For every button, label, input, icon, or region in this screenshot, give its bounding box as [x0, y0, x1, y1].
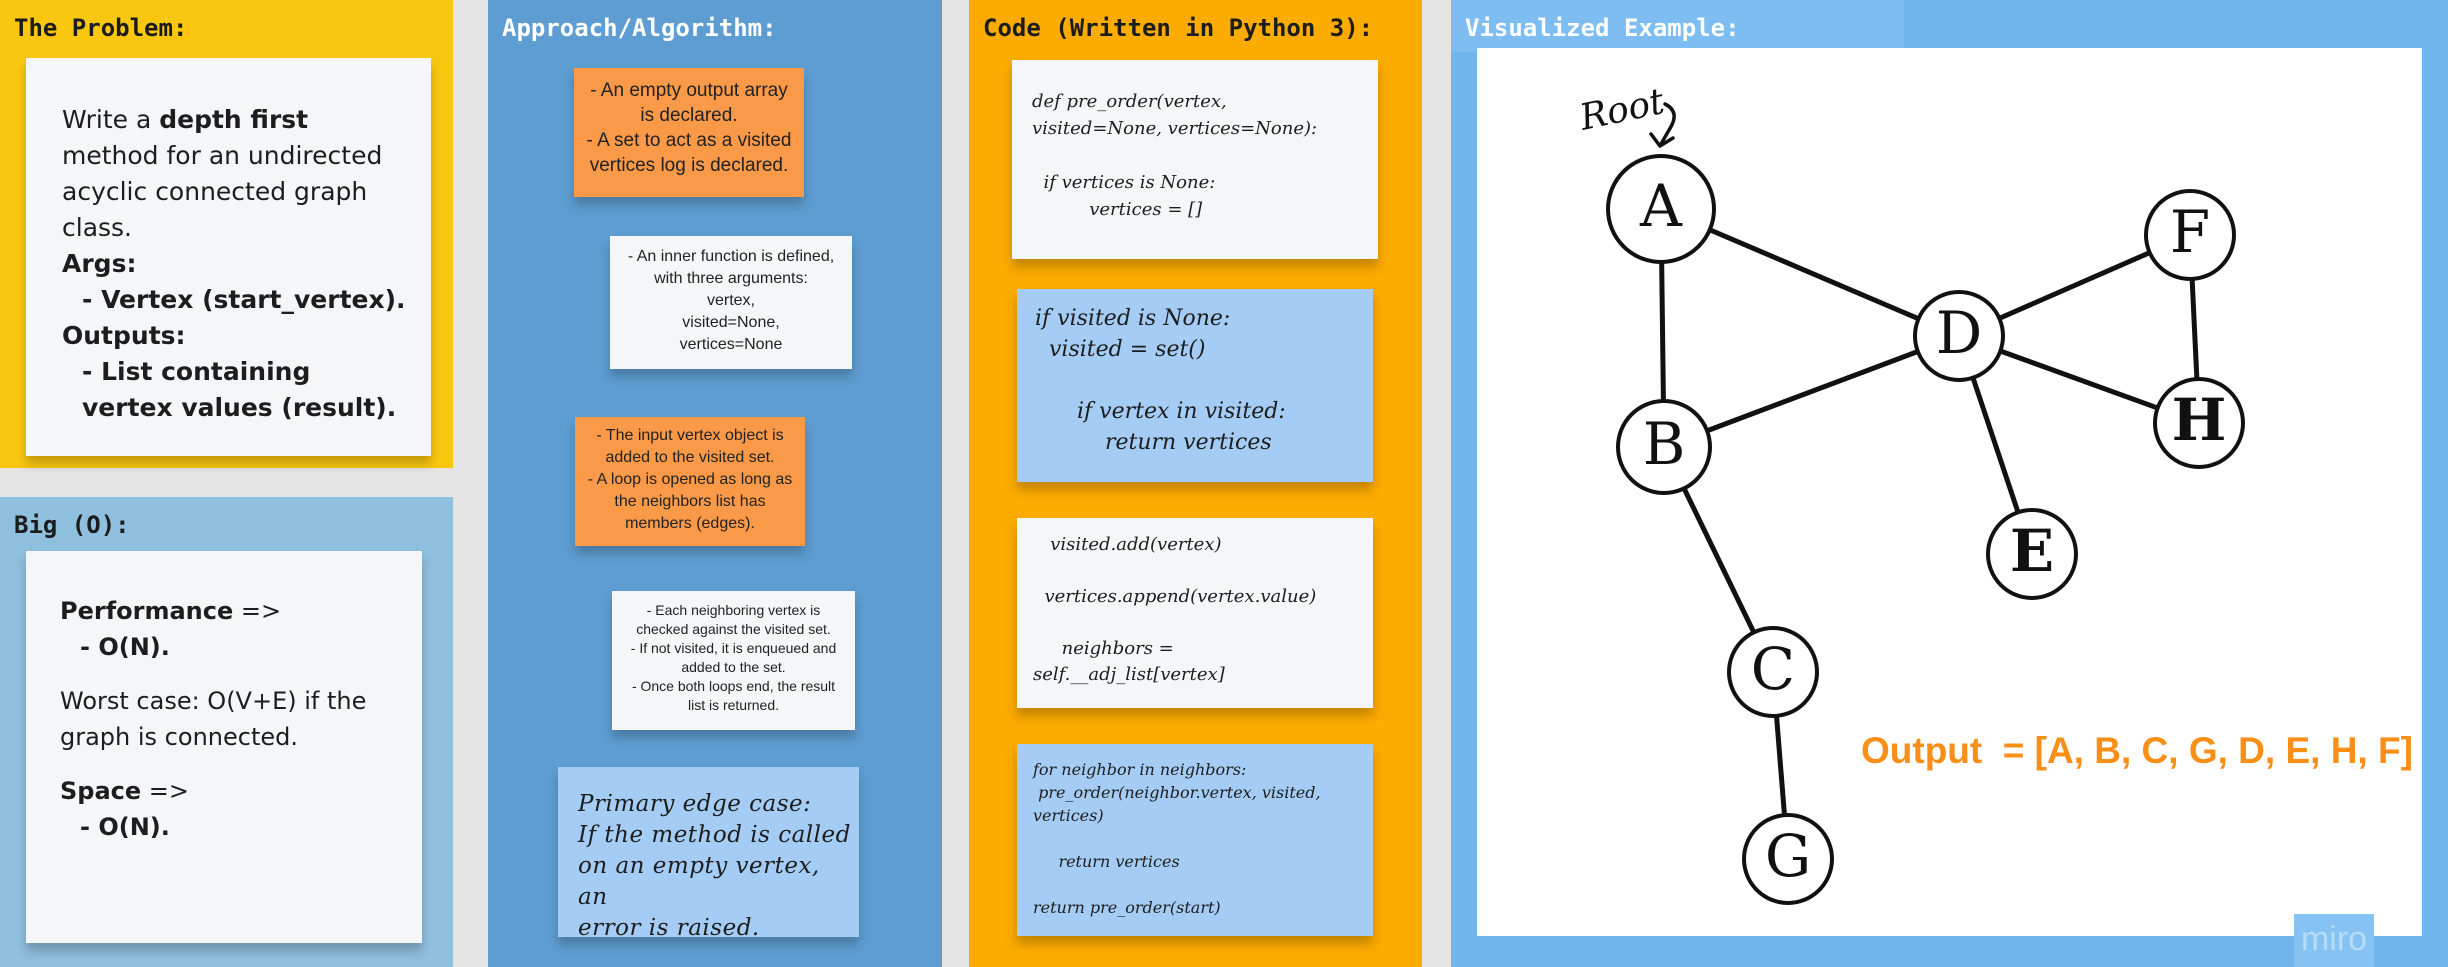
- problem-sticky[interactable]: Write a depth first method for an undire…: [26, 58, 431, 456]
- outputs-label: Outputs:: [62, 321, 186, 350]
- approach-title: Approach/Algorithm:: [502, 14, 777, 42]
- approach-step3-sticky[interactable]: - The input vertex object is added to th…: [575, 417, 805, 546]
- node-f-label: F: [2170, 198, 2210, 266]
- node-c-label: C: [1751, 635, 1795, 703]
- space-label: Space: [60, 777, 142, 805]
- code-frame: Code (Written in Python 3): def pre_orde…: [969, 0, 1422, 967]
- problem-title: The Problem:: [14, 14, 188, 42]
- approach-step4-sticky[interactable]: - Each neighboring vertex is checked aga…: [612, 591, 855, 730]
- node-b-label: B: [1643, 410, 1686, 478]
- visual-title: Visualized Example:: [1465, 14, 1740, 42]
- node-d-circle: [1913, 290, 2005, 382]
- bigo-frame: Big (O): Performance => - O(N). Worst ca…: [0, 497, 453, 967]
- code-block3-sticky[interactable]: visited.add(vertex) vertices.append(vert…: [1017, 518, 1373, 708]
- visual-title-bar: [1451, 0, 1904, 52]
- space-value: - O(N).: [80, 813, 170, 841]
- node-f-circle: [2144, 189, 2236, 281]
- node-a-circle: [1606, 154, 1716, 264]
- root-arrow: [1659, 102, 1676, 146]
- node-e-circle: [1986, 508, 2078, 600]
- worst-case-text: Worst case: O(V+E) if the graph is conne…: [60, 687, 367, 751]
- visual-frame: Visualized Example:: [1451, 0, 2448, 967]
- root-arrow-head: [1649, 132, 1675, 148]
- node-d-label: D: [1936, 299, 1983, 367]
- code-title: Code (Written in Python 3):: [983, 14, 1374, 42]
- node-g-circle: [1742, 813, 1834, 905]
- graph-diagram: A B C G D E H F Root: [1575, 81, 2245, 905]
- edge-b-d: [1661, 333, 1962, 450]
- node-h-circle: [2153, 377, 2245, 469]
- node-e-label: E: [2010, 517, 2054, 585]
- node-h-label: H: [2172, 386, 2227, 454]
- approach-frame: Approach/Algorithm: - An empty output ar…: [488, 0, 942, 967]
- node-b-circle: [1616, 399, 1712, 495]
- code-block4-sticky[interactable]: for neighbor in neighbors: pre_order(nei…: [1017, 744, 1373, 936]
- output-text: Output = [A, B, C, G, D, E, H, F]: [1861, 730, 2413, 771]
- miro-watermark: miro: [2294, 914, 2374, 967]
- args-label: Args:: [62, 249, 137, 278]
- node-c-circle: [1727, 626, 1819, 718]
- node-a-label: A: [1639, 172, 1683, 240]
- bigo-sticky[interactable]: Performance => - O(N). Worst case: O(V+E…: [26, 551, 422, 943]
- code-block2-sticky[interactable]: if visited is None: visited = set() if v…: [1017, 289, 1373, 482]
- problem-intro-1: Write a: [62, 105, 160, 134]
- space-arrow: =>: [141, 777, 190, 805]
- code-block1-sticky[interactable]: def pre_order(vertex, visited=None, vert…: [1012, 60, 1378, 259]
- visual-canvas[interactable]: A B C G D E H F Root Output = [A, B, C, …: [1477, 48, 2422, 936]
- performance-value: - O(N).: [80, 633, 170, 661]
- args-value: - Vertex (start_vertex).: [82, 285, 406, 314]
- approach-step2-sticky[interactable]: - An inner function is defined, with thr…: [610, 236, 852, 369]
- outputs-value: - List containing vertex values (result)…: [82, 357, 397, 422]
- problem-intro-bold: depth first: [159, 105, 309, 134]
- approach-step1-sticky[interactable]: - An empty output array is declared. - A…: [574, 68, 804, 197]
- performance-label: Performance: [60, 597, 234, 625]
- performance-arrow: =>: [233, 597, 282, 625]
- node-g-label: G: [1765, 822, 1811, 890]
- root-label: Root: [1575, 81, 1668, 139]
- bigo-title: Big (O):: [14, 511, 130, 539]
- problem-intro-2: method for an undirected acyclic connect…: [62, 141, 383, 242]
- problem-frame: The Problem: Write a depth first method …: [0, 0, 453, 468]
- edge-case-sticky[interactable]: Primary edge case: If the method is call…: [558, 767, 859, 941]
